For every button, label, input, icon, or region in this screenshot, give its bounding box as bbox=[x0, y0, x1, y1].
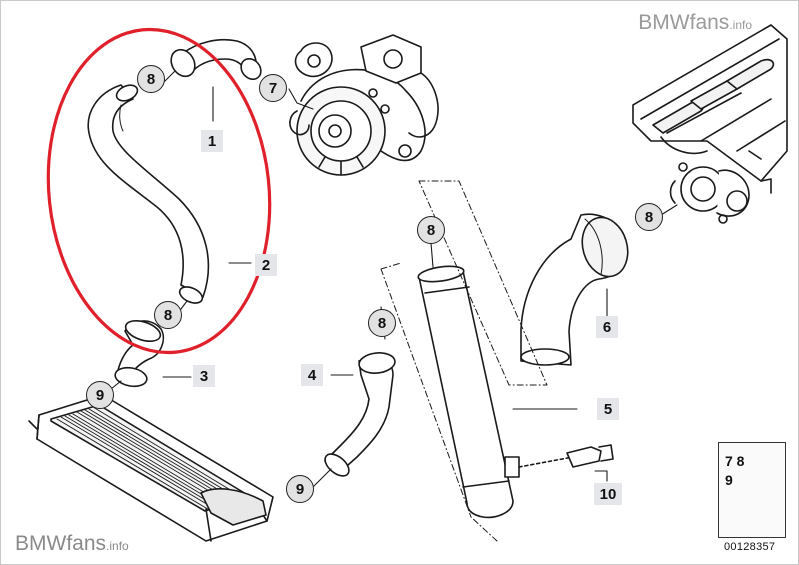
callout-clamp-8-a[interactable]: 8 bbox=[137, 65, 165, 93]
part-label-3[interactable]: 3 bbox=[193, 365, 215, 387]
part-label-1[interactable]: 1 bbox=[201, 130, 223, 152]
clamp-legend-box: 7 8 9 bbox=[718, 442, 786, 538]
intake-manifold-illustration bbox=[632, 24, 788, 224]
highlight-ellipse bbox=[46, 27, 272, 355]
pipe-part-5 bbox=[417, 265, 614, 519]
hose-part-2 bbox=[87, 84, 210, 304]
callout-clamp-8-d[interactable]: 8 bbox=[417, 216, 445, 244]
part-label-5[interactable]: 5 bbox=[597, 398, 619, 420]
legend-clamp-numbers: 7 8 9 bbox=[725, 453, 745, 488]
watermark-top: BMWfans.info bbox=[638, 11, 752, 34]
turbocharger-illustration bbox=[289, 34, 439, 176]
part-label-2[interactable]: 2 bbox=[255, 254, 277, 276]
callout-clamp-7[interactable]: 7 bbox=[259, 74, 287, 102]
callout-clamp-9-b[interactable]: 9 bbox=[286, 475, 314, 503]
part-label-6[interactable]: 6 bbox=[596, 316, 618, 338]
part-label-10[interactable]: 10 bbox=[594, 483, 622, 505]
assembly-frames bbox=[380, 180, 548, 542]
hose-part-4 bbox=[324, 352, 396, 477]
diagram-reference-code: 00128357 bbox=[724, 541, 776, 553]
callout-clamp-8-c[interactable]: 8 bbox=[368, 309, 396, 337]
watermark-bottom: BMWfans.info bbox=[15, 532, 129, 555]
callout-clamp-8-e[interactable]: 8 bbox=[635, 203, 663, 231]
hose-part-6 bbox=[520, 213, 629, 366]
part-label-4[interactable]: 4 bbox=[301, 364, 323, 386]
callout-clamp-8-b[interactable]: 8 bbox=[154, 301, 182, 329]
intercooler-illustration bbox=[28, 394, 274, 542]
callout-clamp-9-a[interactable]: 9 bbox=[86, 381, 114, 409]
